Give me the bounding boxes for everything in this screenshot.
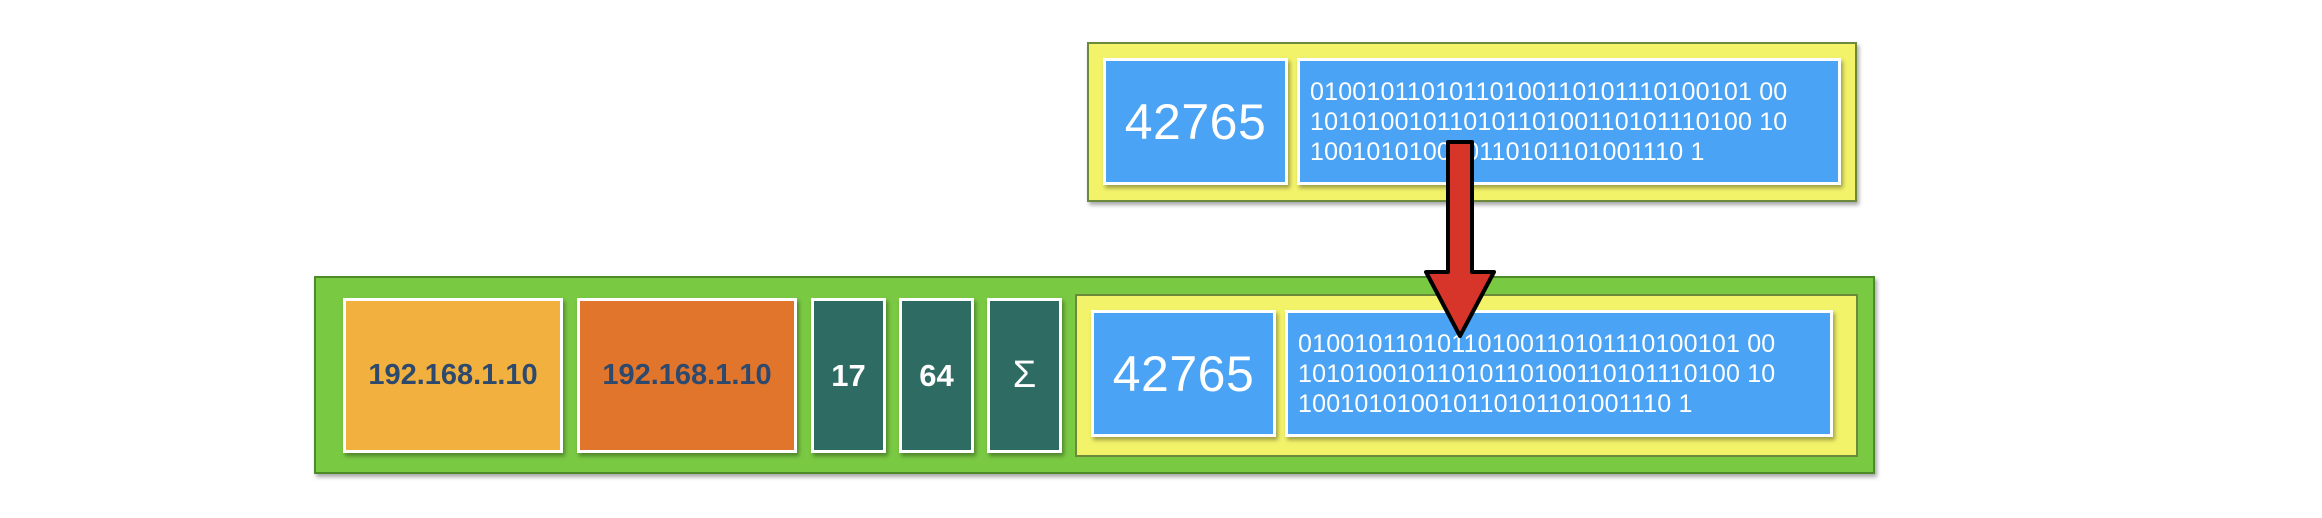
segment-payload-line: 10101001011010110100110101110100 10 [1310,107,1788,136]
embedded-segment-payload-field: 01001011010110100110101110100101 00 1010… [1285,310,1833,437]
destination-ip-field: 192.168.1.10 [577,298,797,453]
embedded-segment-payload-text: 01001011010110100110101110100101 00 1010… [1298,329,1775,419]
segment-payload-line: 01001011010110100110101110100101 00 [1310,77,1788,106]
segment-payload-line: 100101010010110101101001110 1 [1310,137,1705,166]
source-ip-label: 192.168.1.10 [368,359,538,391]
checksum-field: Σ [987,298,1062,453]
encapsulation-arrow-icon [1424,140,1496,338]
segment-payload-text: 01001011010110100110101110100101 00 1010… [1310,77,1787,167]
segment-payload-field: 01001011010110100110101110100101 00 1010… [1297,58,1841,185]
protocol-label: 17 [831,357,866,393]
embedded-segment-port-field: 42765 [1091,310,1276,437]
checksum-sigma-icon: Σ [1012,354,1037,396]
embedded-segment-payload-line: 01001011010110100110101110100101 00 [1298,329,1776,358]
source-ip-field: 192.168.1.10 [343,298,563,453]
segment-port-label: 42765 [1124,93,1267,150]
arrow-shape [1424,140,1496,338]
segment-port-field: 42765 [1103,58,1288,185]
embedded-segment-port-label: 42765 [1112,345,1255,402]
embedded-segment-payload-line: 10101001011010110100110101110100 10 [1298,359,1776,388]
ttl-label: 64 [919,357,954,393]
segment-container: 42765 01001011010110100110101110100101 0… [1087,42,1857,202]
ttl-field: 64 [899,298,974,453]
embedded-segment-payload-line: 100101010010110101101001110 1 [1298,389,1693,418]
embedded-segment-container: 42765 01001011010110100110101110100101 0… [1075,294,1858,457]
destination-ip-label: 192.168.1.10 [602,359,772,391]
protocol-field: 17 [811,298,886,453]
packet-container: 192.168.1.10 192.168.1.10 17 64 Σ 42765 … [314,276,1875,474]
